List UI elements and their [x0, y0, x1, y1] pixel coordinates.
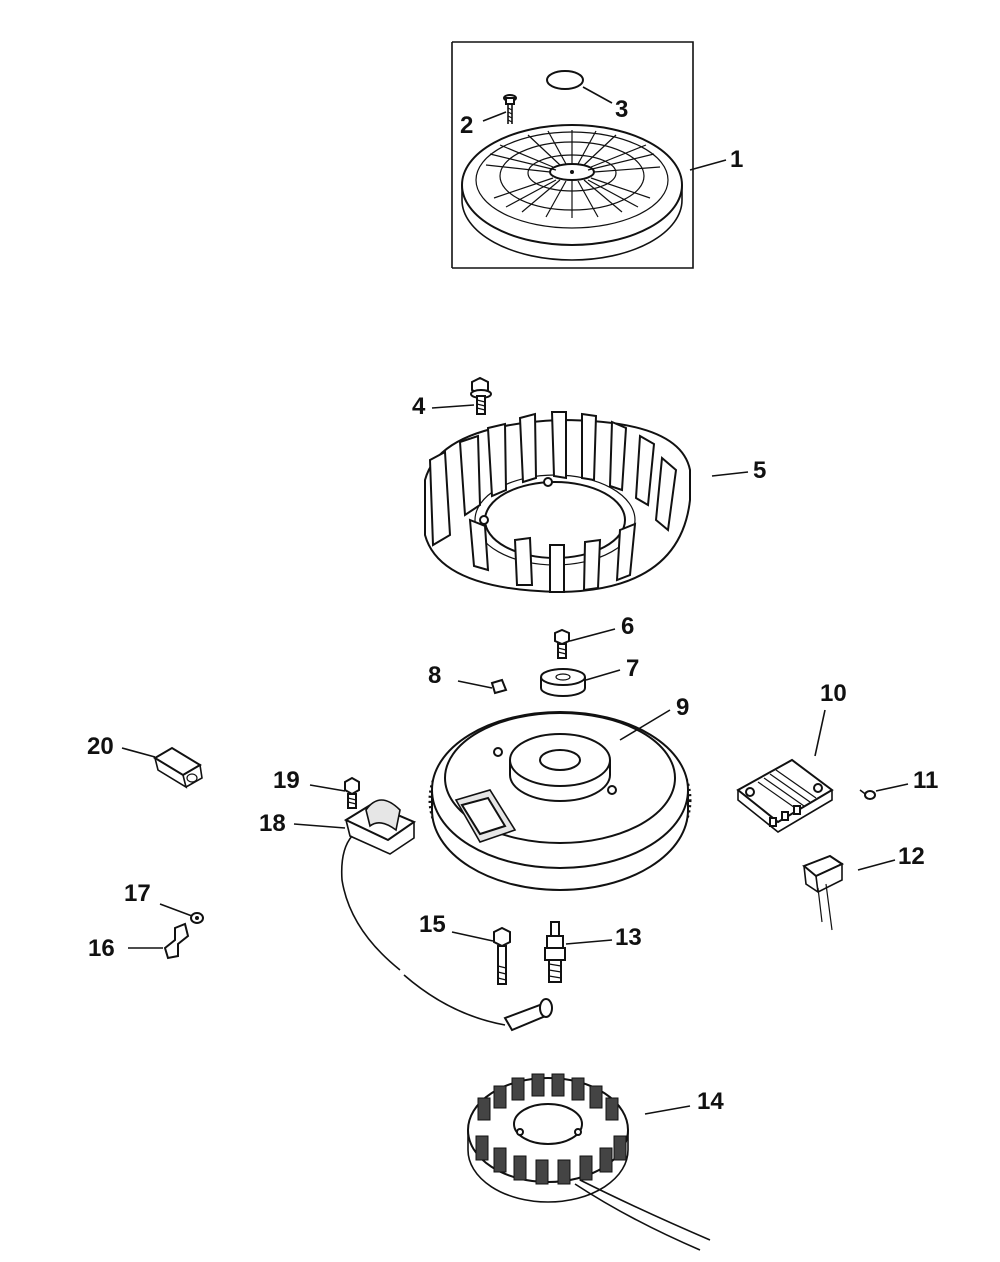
bolt-part-19[interactable] — [344, 776, 360, 809]
callout-5: 5 — [753, 457, 766, 484]
screw-part-2[interactable] — [503, 94, 517, 124]
regulator-part[interactable] — [736, 758, 834, 833]
callout-8: 8 — [428, 662, 441, 689]
callout-20: 20 — [87, 733, 114, 760]
grass-screen-part[interactable] — [461, 124, 683, 261]
callout-13: 13 — [615, 924, 642, 951]
callout-17: 17 — [124, 880, 151, 907]
callout-labels: 1 2 3 4 5 6 7 8 9 10 11 12 13 14 15 16 1… — [87, 96, 938, 1115]
callout-3: 3 — [615, 96, 628, 123]
bolt-part-6[interactable] — [554, 628, 570, 659]
callout-2: 2 — [460, 112, 473, 139]
cap-disc-part[interactable] — [546, 70, 584, 90]
callout-9: 9 — [676, 694, 689, 721]
stator-part[interactable] — [467, 1073, 711, 1251]
callout-11: 11 — [913, 767, 938, 794]
bracket-part-16[interactable] — [163, 922, 190, 960]
callout-6: 6 — [621, 613, 634, 640]
kit-bracket — [451, 41, 694, 269]
callout-16: 16 — [88, 935, 115, 962]
connector-part-12[interactable] — [802, 854, 845, 931]
callout-18: 18 — [259, 810, 286, 837]
callout-19: 19 — [273, 767, 300, 794]
callout-15: 15 — [419, 911, 446, 938]
key-part-8[interactable] — [490, 678, 508, 695]
bolt-part-4[interactable] — [470, 376, 492, 415]
callout-14: 14 — [697, 1088, 724, 1115]
flywheel-part[interactable] — [428, 711, 692, 891]
washer-part-17[interactable] — [190, 912, 204, 924]
callout-10: 10 — [820, 680, 847, 707]
washer-part-7[interactable] — [540, 668, 586, 697]
callout-4: 4 — [412, 393, 426, 420]
cover-part-20[interactable] — [153, 746, 203, 789]
callout-1: 1 — [730, 146, 743, 173]
callout-7: 7 — [626, 655, 639, 682]
callout-12: 12 — [898, 843, 925, 870]
ignition-module-part[interactable] — [340, 799, 553, 1032]
bolt-part-15[interactable] — [493, 926, 511, 985]
screw-part-11[interactable] — [859, 789, 876, 800]
leader-lines — [121, 86, 909, 1115]
spark-plug-part[interactable] — [544, 921, 566, 983]
fan-part[interactable] — [424, 411, 691, 594]
